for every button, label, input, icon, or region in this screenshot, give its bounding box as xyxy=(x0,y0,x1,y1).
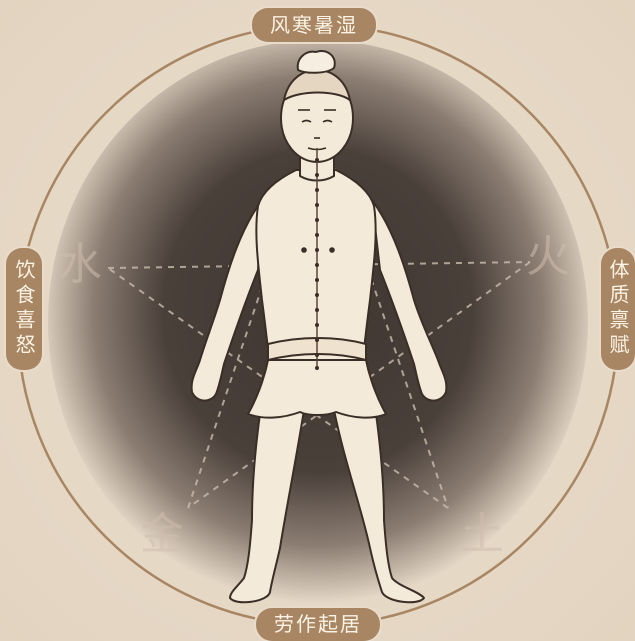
element-metal: 金 xyxy=(140,498,184,562)
element-water: 水 xyxy=(58,228,102,292)
label-right: 体质禀赋 xyxy=(601,248,635,370)
label-top: 风寒暑湿 xyxy=(252,8,376,42)
element-fire: 火 xyxy=(526,220,570,284)
element-earth: 土 xyxy=(460,498,504,562)
label-left: 饮食喜怒 xyxy=(6,248,42,370)
label-bottom: 劳作起居 xyxy=(256,608,380,641)
